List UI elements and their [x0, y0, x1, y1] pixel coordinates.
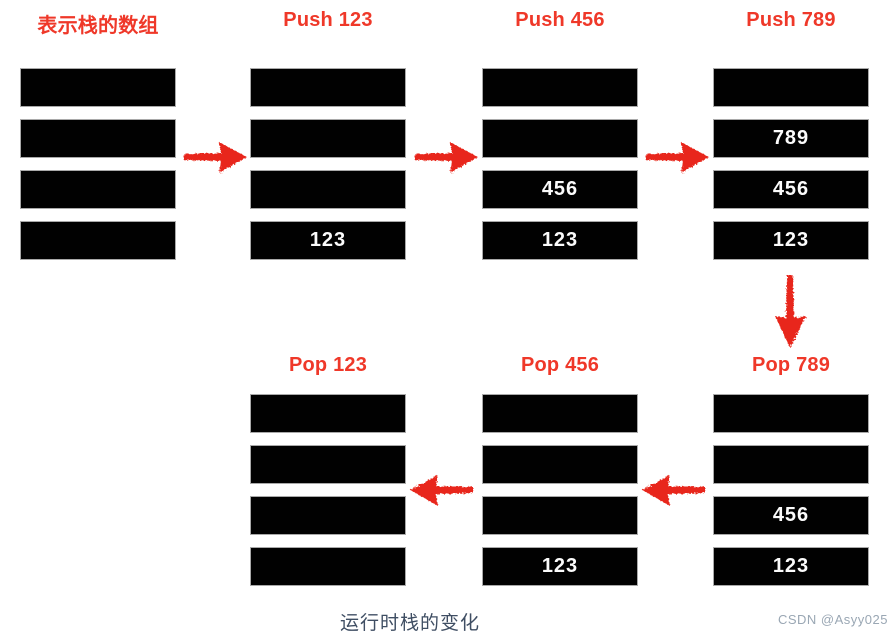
column-title: Push 789 [746, 9, 836, 31]
stack-cell [250, 170, 406, 209]
stack-column-push-789: Push 789 789 456 123 [713, 0, 869, 639]
stack-cell [250, 394, 406, 433]
stack-cells: 456 123 [713, 394, 869, 598]
stack-column-push-456: Push 456 456 123 [482, 0, 638, 639]
stack-cell [482, 496, 638, 535]
stack-column-pop-789: Pop 789 456 123 [713, 0, 869, 639]
stack-cells: 123 [482, 394, 638, 598]
stack-cell [250, 68, 406, 107]
stack-cell [20, 170, 176, 209]
stack-cell [482, 394, 638, 433]
stack-cell [20, 119, 176, 158]
stack-cells [250, 394, 406, 598]
stack-cell [20, 68, 176, 107]
stack-cell: 456 [713, 170, 869, 209]
column-title: Push 123 [283, 9, 373, 31]
stack-cell [20, 221, 176, 260]
stack-cells [20, 68, 176, 272]
arrow-right-icon [412, 135, 480, 179]
stack-cell: 123 [250, 221, 406, 260]
column-title: Push 456 [515, 9, 605, 31]
stack-cells: 123 [250, 68, 406, 272]
stack-cell [250, 119, 406, 158]
stack-column-initial: 表示栈的数组 [20, 0, 176, 639]
stack-column-push-123: Push 123 123 [250, 0, 406, 639]
diagram-caption: 运行时栈的变化 [339, 613, 480, 634]
column-title: 表示栈的数组 [37, 15, 159, 37]
stack-cell [713, 445, 869, 484]
column-title: Pop 456 [520, 354, 600, 376]
column-title: Pop 789 [751, 354, 831, 376]
stack-column-pop-123: Pop 123 [250, 0, 406, 639]
stack-cell [250, 547, 406, 586]
column-title: Pop 123 [288, 354, 368, 376]
watermark: CSDN @Asyy025 [777, 612, 888, 627]
arrow-left-icon [408, 468, 476, 512]
stack-cell: 456 [482, 170, 638, 209]
stack-cell [250, 445, 406, 484]
stack-cell [250, 496, 406, 535]
stack-cell: 123 [482, 547, 638, 586]
stack-cell: 789 [713, 119, 869, 158]
arrow-down-icon [768, 272, 812, 350]
stack-cell [482, 68, 638, 107]
arrow-left-icon [640, 468, 708, 512]
stack-cells: 456 123 [482, 68, 638, 272]
stack-cell [482, 119, 638, 158]
stack-cells: 789 456 123 [713, 68, 869, 272]
stack-cell [713, 68, 869, 107]
stack-cell: 123 [713, 547, 869, 586]
stack-cell: 123 [713, 221, 869, 260]
stack-cell: 456 [713, 496, 869, 535]
stack-cell: 123 [482, 221, 638, 260]
arrow-right-icon [643, 135, 711, 179]
stack-cell [482, 445, 638, 484]
arrow-right-icon [181, 135, 249, 179]
stack-cell [713, 394, 869, 433]
stack-column-pop-456: Pop 456 123 [482, 0, 638, 639]
